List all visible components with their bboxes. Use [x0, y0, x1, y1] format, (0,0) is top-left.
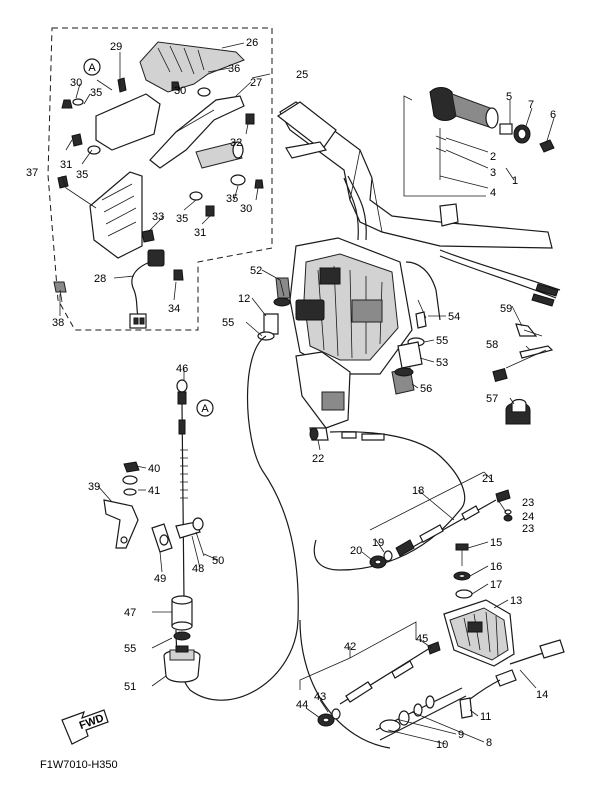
callout-58: 58 [486, 339, 498, 351]
choke-cable [369, 489, 513, 569]
throttle-cable-lower [317, 641, 441, 727]
callout-6: 6 [550, 109, 556, 121]
steering-column [289, 175, 441, 429]
cable-end-22 [309, 427, 385, 441]
connector-box-assembly [375, 543, 565, 741]
callout-48: 48 [192, 563, 204, 575]
callout-4: 4 [490, 187, 496, 199]
callout-labels: 1 2 3 4 5 6 7 8 9 10 11 12 13 14 15 16 1… [26, 37, 556, 751]
leader-lines [59, 42, 555, 745]
forward-direction-arrow [61, 709, 109, 745]
connection-marker-a-top-letter: A [88, 62, 96, 74]
callout-55b: 55 [436, 335, 448, 347]
callout-51: 51 [124, 681, 136, 693]
callout-39: 39 [88, 481, 100, 493]
callout-3: 3 [490, 167, 496, 179]
callout-11: 11 [480, 711, 491, 723]
callout-44: 44 [296, 699, 308, 711]
callout-23a: 23 [522, 497, 534, 509]
callout-45: 45 [416, 633, 428, 645]
callout-42: 42 [344, 641, 356, 653]
callout-41: 41 [148, 485, 160, 497]
callout-37: 37 [26, 167, 38, 179]
callout-27: 27 [250, 77, 262, 89]
callout-24: 24 [522, 511, 534, 523]
callout-7: 7 [528, 99, 534, 111]
throttle-bracket-assembly [53, 41, 264, 329]
callout-33: 33 [152, 211, 164, 223]
callout-19: 19 [372, 537, 384, 549]
callout-30c: 30 [240, 203, 252, 215]
callout-10: 10 [436, 739, 448, 751]
callout-52: 52 [250, 265, 262, 277]
callout-38: 38 [52, 317, 64, 329]
callout-32: 32 [230, 137, 242, 149]
callout-43: 43 [314, 691, 326, 703]
callout-35c: 35 [176, 213, 188, 225]
callout-21: 21 [482, 473, 494, 485]
callout-57: 57 [486, 393, 498, 405]
right-column-parts [391, 299, 427, 395]
callout-20: 20 [350, 545, 362, 557]
callout-55c: 55 [124, 643, 136, 655]
callout-17: 17 [490, 579, 502, 591]
callout-31b: 31 [194, 227, 206, 239]
callout-55a: 55 [222, 317, 234, 329]
callout-9: 9 [458, 729, 464, 741]
callout-35d: 35 [226, 193, 238, 205]
callout-47: 47 [124, 607, 136, 619]
callout-16: 16 [490, 561, 502, 573]
sleeve-left [257, 277, 291, 341]
callout-15: 15 [490, 537, 502, 549]
callout-30a: 30 [70, 77, 82, 89]
callout-31a: 31 [60, 159, 72, 171]
handlebar-assembly [276, 87, 561, 307]
callout-34: 34 [168, 303, 180, 315]
callout-35a: 35 [90, 87, 102, 99]
callout-59: 59 [500, 303, 512, 315]
callout-40: 40 [148, 463, 160, 475]
callout-23b: 23 [522, 523, 534, 535]
callout-25: 25 [296, 69, 308, 81]
callout-13: 13 [510, 595, 522, 607]
clip-and-ties [492, 323, 554, 425]
connection-marker-a-bottom-letter: A [201, 403, 209, 415]
callout-29: 29 [110, 41, 122, 53]
assembly-group-outline [47, 27, 273, 331]
callout-22: 22 [312, 453, 324, 465]
callout-46: 46 [176, 363, 188, 375]
callout-36: 36 [228, 63, 240, 75]
callout-35b: 35 [76, 169, 88, 181]
callout-12: 12 [238, 293, 250, 305]
callout-8: 8 [486, 737, 492, 749]
callout-54: 54 [448, 311, 460, 323]
callout-28: 28 [94, 273, 106, 285]
callout-5: 5 [506, 91, 512, 103]
callout-26: 26 [246, 37, 258, 49]
cable-to-connector [313, 431, 466, 571]
callout-56: 56 [420, 383, 432, 395]
callout-18: 18 [412, 485, 424, 497]
long-throttle-cable [175, 335, 299, 701]
callout-50: 50 [212, 555, 224, 567]
connection-marker-a-bottom [196, 399, 214, 417]
reference-code: F1W7010-H350 [40, 759, 118, 771]
callout-14: 14 [536, 689, 548, 701]
callout-30b: 30 [174, 85, 186, 97]
callout-53: 53 [436, 357, 448, 369]
callout-1: 1 [512, 175, 518, 187]
connection-marker-a-top [83, 58, 101, 76]
shift-cable-assembly [103, 379, 205, 683]
callout-49: 49 [154, 573, 166, 585]
callout-2: 2 [490, 151, 496, 163]
